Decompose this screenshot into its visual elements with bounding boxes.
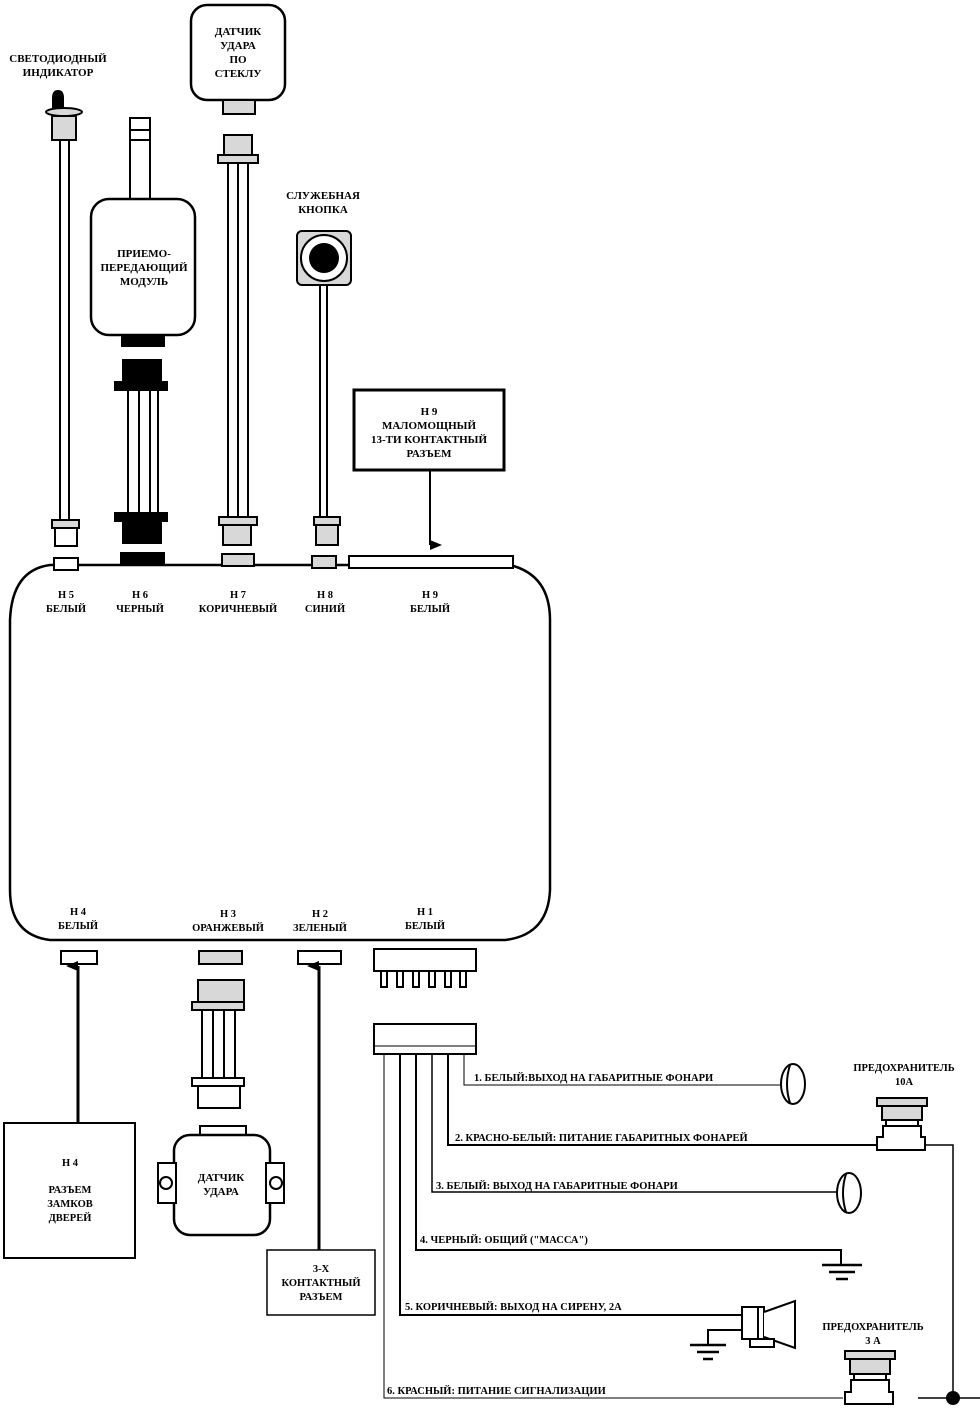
led-title-1: СВЕТОДИОДНЫЙ [9,53,107,65]
h1-color: БЕЛЫЙ [405,920,445,932]
top-connector-labels: Н 5 БЕЛЫЙ Н 6 ЧЕРНЫЙ Н 7 КОРИЧНЕВЫЙ Н 8 … [46,590,450,615]
siren-icon [707,1299,796,1350]
port-h8 [311,555,337,569]
door-locks-connector: Н 4 РАЗЪЕМ ЗАМКОВ ДВЕРЕЙ [3,961,136,1259]
shock-sensor-label-2: УДАРА [203,1186,239,1198]
ground-icon [822,1263,862,1281]
h9-callout-1: Н 9 [421,406,438,418]
service-button-label-1: СЛУЖЕБНАЯ [286,190,360,202]
h9-callout: Н 9 МАЛОМОЩНЫЙ 13-ТИ КОНТАКТНЫЙ РАЗЪЕМ [352,388,506,550]
port-h2 [297,950,342,965]
h1-id: Н 1 [417,907,433,918]
three-pin-label-1: 3-Х [313,1264,330,1275]
h8-id: Н 8 [317,590,333,601]
glass-sensor-label-3: ПО [229,54,247,66]
glass-sensor-label-4: СТЕКЛУ [215,68,262,80]
glass-sensor-label-2: УДАРА [220,40,256,52]
fuse-10a: ПРЕДОХРАНИТЕЛЬ 10А [853,1063,955,1151]
transceiver-module: ПРИЕМО- ПЕРЕДАЮЩИЙ МОДУЛЬ [89,117,197,544]
port-h1 [373,948,477,972]
h5-id: Н 5 [58,590,74,601]
shock-sensor-label-1: ДАТЧИК [198,1172,245,1184]
glass-shock-sensor: ДАТЧИК УДАРА ПО СТЕКЛУ [189,3,287,546]
glass-sensor-label-1: ДАТЧИК [215,26,262,38]
lamp-icon [836,1172,862,1214]
h9-id: Н 9 [422,590,438,601]
port-h3 [198,950,243,965]
port-h4 [60,950,98,965]
h3-color: ОРАНЖЕВЫЙ [192,922,264,934]
h9-callout-4: РАЗЪЕМ [407,448,453,460]
h4-id: Н 4 [70,907,87,918]
fuse-3a: ПРЕДОХРАНИТЕЛЬ 3 А [822,1322,924,1405]
button-cap-icon [309,243,339,273]
wire-labels: 1. БЕЛЫЙ:ВЫХОД НА ГАБАРИТНЫЕ ФОНАРИ 2. К… [387,1072,748,1397]
lamp-icon [780,1063,806,1105]
transceiver-label-1: ПРИЕМО- [117,248,171,260]
transceiver-label-3: МОДУЛЬ [120,276,168,288]
door-locks-label-1: Н 4 [62,1158,79,1169]
main-control-unit [8,552,552,988]
led-bulb-icon [52,90,64,110]
wire-3-label: 3. БЕЛЫЙ: ВЫХОД НА ГАБАРИТНЫЕ ФОНАРИ [436,1180,678,1192]
door-locks-label-4: ДВЕРЕЙ [49,1212,92,1224]
led-indicator: СВЕТОДИОДНЫЙ ИНДИКАТОР [9,53,107,547]
h3-id: Н 3 [220,909,236,920]
wire-4-label: 4. ЧЕРНЫЙ: ОБЩИЙ ("МАССА") [420,1234,588,1246]
h6-id: Н 6 [132,590,148,601]
fuse-10a-label-1: ПРЕДОХРАНИТЕЛЬ [853,1063,954,1074]
h2-id: Н 2 [312,909,328,920]
door-locks-label-3: ЗАМКОВ [47,1199,93,1210]
h2-color: ЗЕЛЕНЫЙ [293,922,347,934]
ground-icon [690,1343,726,1361]
h7-color: КОРИЧНЕВЫЙ [199,603,277,615]
service-button-label-2: КНОПКА [298,204,348,216]
door-locks-label-2: РАЗЪЕМ [49,1185,92,1196]
wire-6-label: 6. КРАСНЫЙ: ПИТАНИЕ СИГНАЛИЗАЦИИ [387,1385,606,1397]
h9-callout-2: МАЛОМОЩНЫЙ [382,420,476,432]
service-button: СЛУЖЕБНАЯ КНОПКА [286,190,360,546]
three-pin-connector: 3-Х КОНТАКТНЫЙ РАЗЪЕМ [266,961,376,1316]
fuse-10a-label-2: 10А [895,1077,914,1088]
h7-id: Н 7 [230,590,246,601]
wire-2-label: 2. КРАСНО-БЕЛЫЙ: ПИТАНИЕ ГАБАРИТНЫХ ФОНА… [455,1132,748,1144]
port-h7 [221,553,255,567]
fuse-3a-label-1: ПРЕДОХРАНИТЕЛЬ [822,1322,923,1333]
h8-color: СИНИЙ [305,603,345,615]
wire-5-label: 5. КОРИЧНЕВЫЙ: ВЫХОД НА СИРЕНУ, 2А [405,1301,622,1313]
h4-color: БЕЛЫЙ [58,920,98,932]
led-title-2: ИНДИКАТОР [23,67,94,79]
h9-color: БЕЛЫЙ [410,603,450,615]
h6-color: ЧЕРНЫЙ [116,603,164,615]
port-h5 [53,557,79,571]
port-h6 [120,552,165,566]
h9-callout-3: 13-ТИ КОНТАКТНЫЙ [371,434,488,446]
three-pin-label-2: КОНТАКТНЫЙ [281,1277,360,1289]
h5-color: БЕЛЫЙ [46,603,86,615]
port-h9 [348,555,514,569]
three-pin-label-3: РАЗЪЕМ [300,1292,343,1303]
shock-sensor: ДАТЧИК УДАРА [157,979,285,1237]
h1-harness [373,1023,980,1405]
fuse-3a-label-2: 3 А [865,1336,881,1347]
wire-1-label: 1. БЕЛЫЙ:ВЫХОД НА ГАБАРИТНЫЕ ФОНАРИ [474,1072,713,1084]
bottom-connector-labels: Н 4 БЕЛЫЙ Н 3 ОРАНЖЕВЫЙ Н 2 ЗЕЛЕНЫЙ Н 1 … [58,907,445,934]
junction-dot-icon [946,1391,960,1405]
transceiver-label-2: ПЕРЕДАЮЩИЙ [100,262,187,274]
